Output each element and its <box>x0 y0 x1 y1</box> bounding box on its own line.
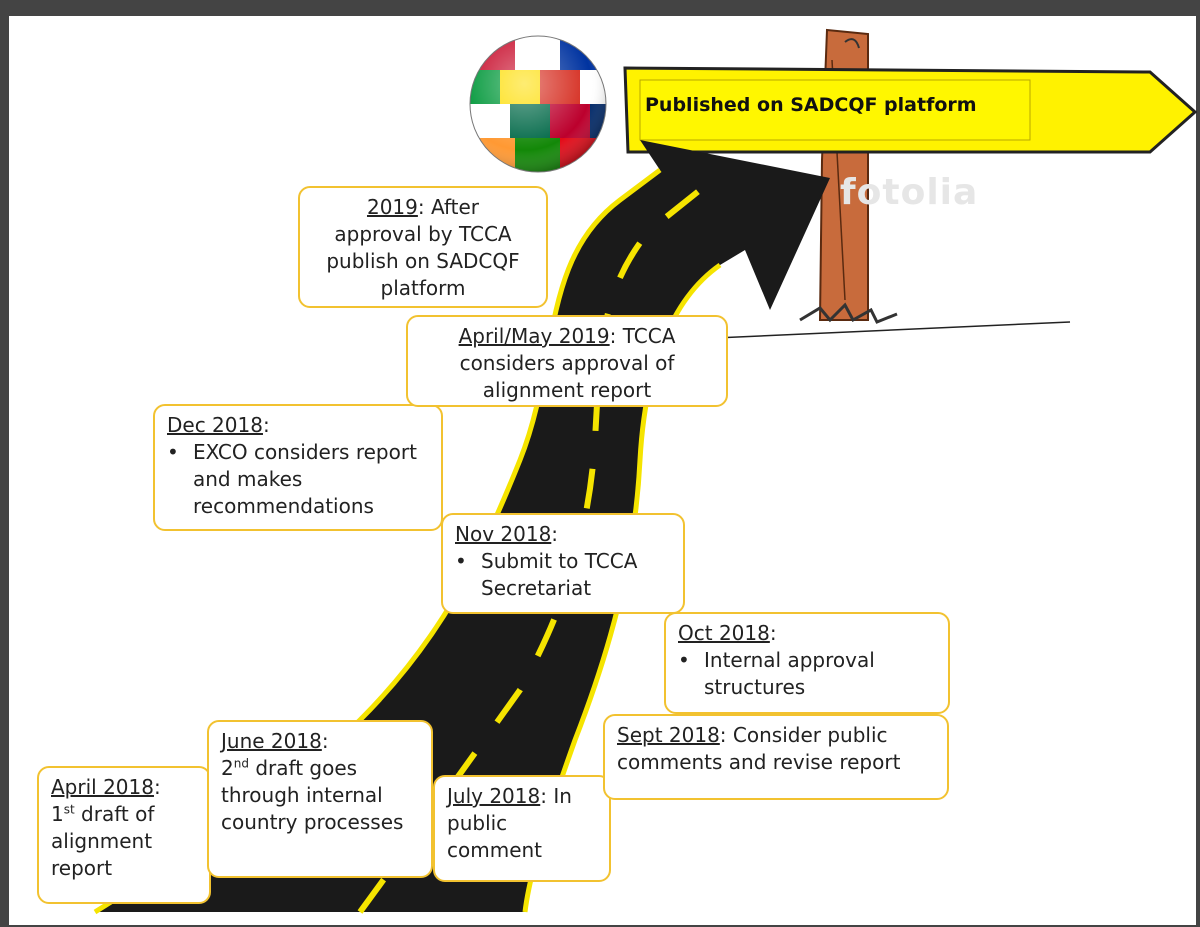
sign-label: Published on SADCQF platform <box>645 94 977 116</box>
milestone-sept-2018: Sept 2018: Consider public comments and … <box>603 714 949 800</box>
globe-flags-icon <box>469 35 607 173</box>
milestone-date: April 2018 <box>51 775 154 799</box>
milestone-june-2018: June 2018: 2nd draft goes through intern… <box>207 720 433 878</box>
milestone-date: 2019 <box>366 195 418 219</box>
milestone-2019: 2019: After approval by TCCA publish on … <box>298 186 548 308</box>
milestone-april-may-2019: April/May 2019: TCCA considers approval … <box>406 315 728 407</box>
milestone-oct-2018: Oct 2018: •Internal approval structures <box>664 612 950 714</box>
milestone-nov-2018: Nov 2018: •Submit to TCCA Secretariat <box>441 513 685 614</box>
watermark: fotolia <box>840 172 979 213</box>
bullet-icon: • <box>678 648 690 672</box>
milestone-date: Dec 2018 <box>167 413 263 437</box>
milestone-date: July 2018 <box>447 784 541 808</box>
bullet-icon: • <box>455 549 467 573</box>
milestone-dec-2018: Dec 2018: •EXCO considers report and mak… <box>153 404 443 531</box>
milestone-date: April/May 2019 <box>458 324 610 348</box>
milestone-date: Nov 2018 <box>455 522 552 546</box>
milestone-april-2018: April 2018: 1st draft of alignment repor… <box>37 766 211 904</box>
milestone-date: Oct 2018 <box>678 621 770 645</box>
milestone-date: Sept 2018 <box>617 723 720 747</box>
milestone-july-2018: July 2018: In public comment <box>433 775 611 882</box>
bullet-icon: • <box>167 440 179 464</box>
signpost-icon <box>623 28 1198 339</box>
milestone-date: June 2018 <box>221 729 322 753</box>
